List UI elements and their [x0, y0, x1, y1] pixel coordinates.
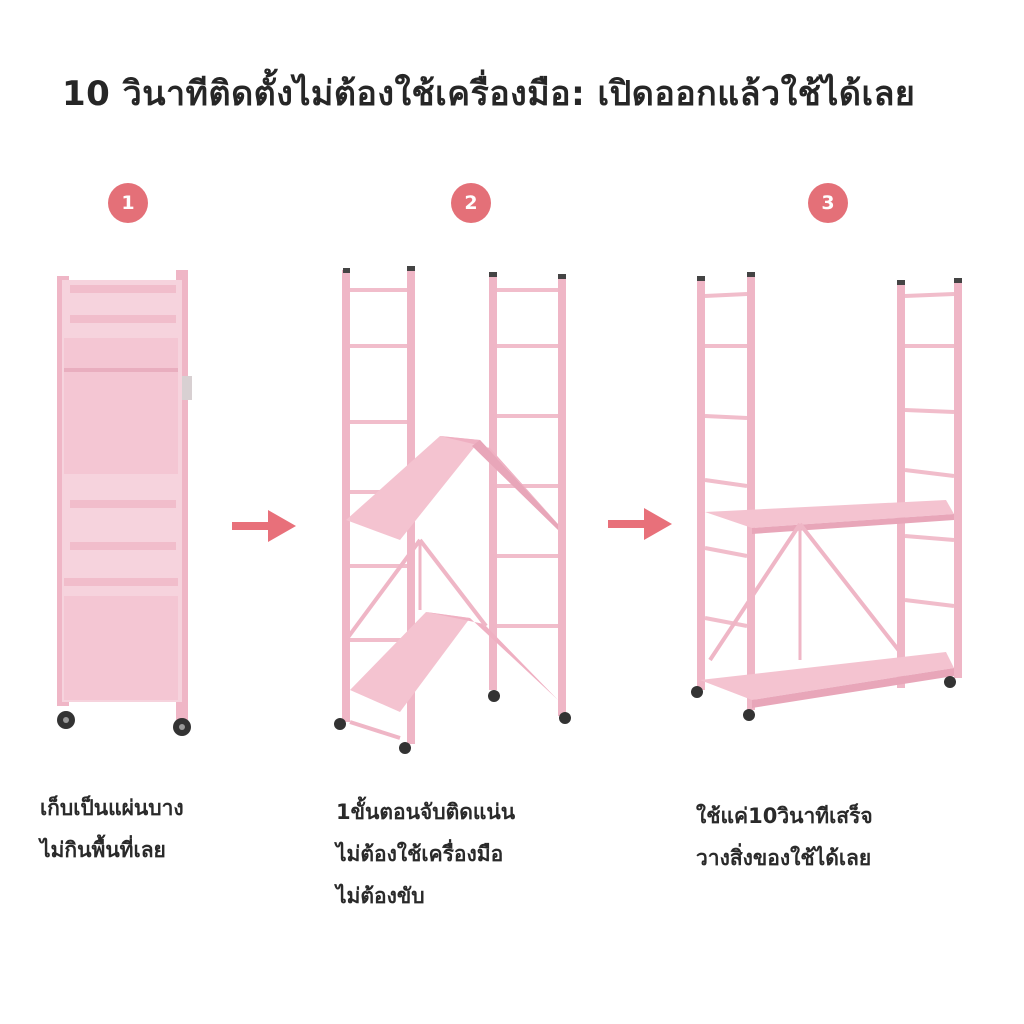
page-title: 10 วินาทีติดตั้งไม่ต้องใช้เครื่องมือ: เป… [62, 74, 916, 114]
folded-rack [57, 270, 192, 736]
step-1-caption: เก็บเป็นแผ่นบาง ไม่กินพื้นที่เลย [40, 798, 184, 882]
caption-line: 1ขั้นตอนจับติดแน่น [336, 800, 516, 824]
caption-line: เก็บเป็นแผ่นบาง [40, 796, 184, 820]
caption-line: วางสิ่งของใช้ได้เลย [696, 846, 872, 870]
arrow-right-icon [608, 508, 672, 540]
step-1-badge: 1 [108, 183, 148, 223]
arrow-right-icon [232, 510, 296, 542]
step-3-caption: ใช้แค่10วินาทีเสร็จ วางสิ่งของใช้ได้เลย [696, 806, 873, 890]
opened-rack [691, 272, 962, 721]
unfolding-rack [334, 266, 571, 754]
caption-line: ใช้แค่10วินาทีเสร็จ [696, 804, 873, 828]
caption-line: ไม่ต้องขับ [336, 884, 425, 908]
step-2-caption: 1ขั้นตอนจับติดแน่น ไม่ต้องใช้เครื่องมือ … [336, 802, 515, 928]
step-2-badge: 2 [451, 183, 491, 223]
step-3-badge: 3 [808, 183, 848, 223]
caption-line: ไม่กินพื้นที่เลย [40, 838, 166, 862]
caption-line: ไม่ต้องใช้เครื่องมือ [336, 842, 504, 866]
